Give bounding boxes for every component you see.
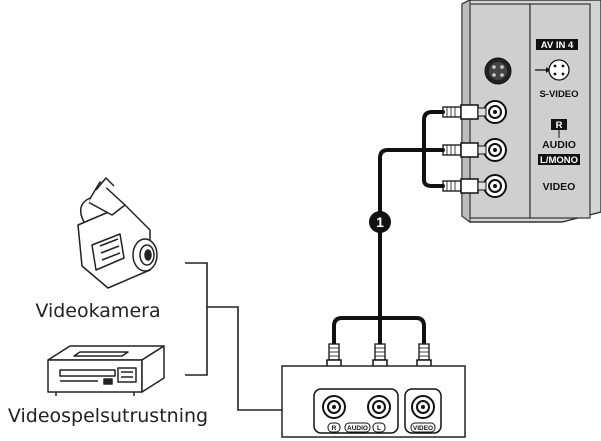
source-video-jack[interactable] bbox=[411, 395, 435, 419]
av-cable bbox=[332, 110, 445, 348]
svideo-label: S-VIDEO bbox=[539, 89, 578, 100]
source-l-label: L bbox=[377, 425, 381, 432]
rca-plug-icon bbox=[442, 142, 487, 158]
av-in-label: AV IN 4 bbox=[541, 40, 574, 51]
tv-rca-plugs bbox=[442, 104, 487, 194]
lmono-label-bg bbox=[538, 154, 580, 165]
source-video-label: VIDEO bbox=[413, 425, 433, 432]
video-game-console-icon bbox=[47, 345, 165, 396]
camcorder-icon bbox=[77, 177, 158, 289]
tv-audio-l-jack[interactable] bbox=[483, 138, 507, 162]
source-r-label: R bbox=[332, 425, 337, 432]
step-number: 1 bbox=[376, 214, 384, 230]
rca-plug-icon bbox=[442, 104, 487, 120]
svideo-symbol-icon bbox=[535, 59, 570, 81]
source-output-box: R AUDIO L VIDEO bbox=[281, 365, 466, 438]
rca-plug-icon bbox=[442, 178, 487, 194]
source-audio-l-jack[interactable] bbox=[367, 395, 391, 419]
av-in-label-bg bbox=[536, 39, 578, 50]
source-audio-r-jack[interactable] bbox=[322, 395, 346, 419]
audio-label: AUDIO bbox=[542, 139, 576, 151]
step-marker: 1 bbox=[369, 211, 391, 233]
audio-r-label-bg bbox=[551, 119, 567, 130]
video-label: VIDEO bbox=[543, 181, 576, 193]
source-audio-label: AUDIO bbox=[347, 425, 368, 432]
camcorder-label: Videokamera bbox=[35, 300, 160, 322]
lmono-label: L/MONO bbox=[540, 155, 578, 166]
tv-video-jack[interactable] bbox=[483, 174, 507, 198]
tv-audio-r-jack[interactable] bbox=[483, 100, 507, 124]
audio-r-label: R bbox=[556, 120, 563, 131]
device-bracket bbox=[185, 262, 282, 411]
game-console-label: Videospelsutrustning bbox=[8, 405, 208, 427]
svideo-jack-icon[interactable] bbox=[484, 57, 512, 85]
